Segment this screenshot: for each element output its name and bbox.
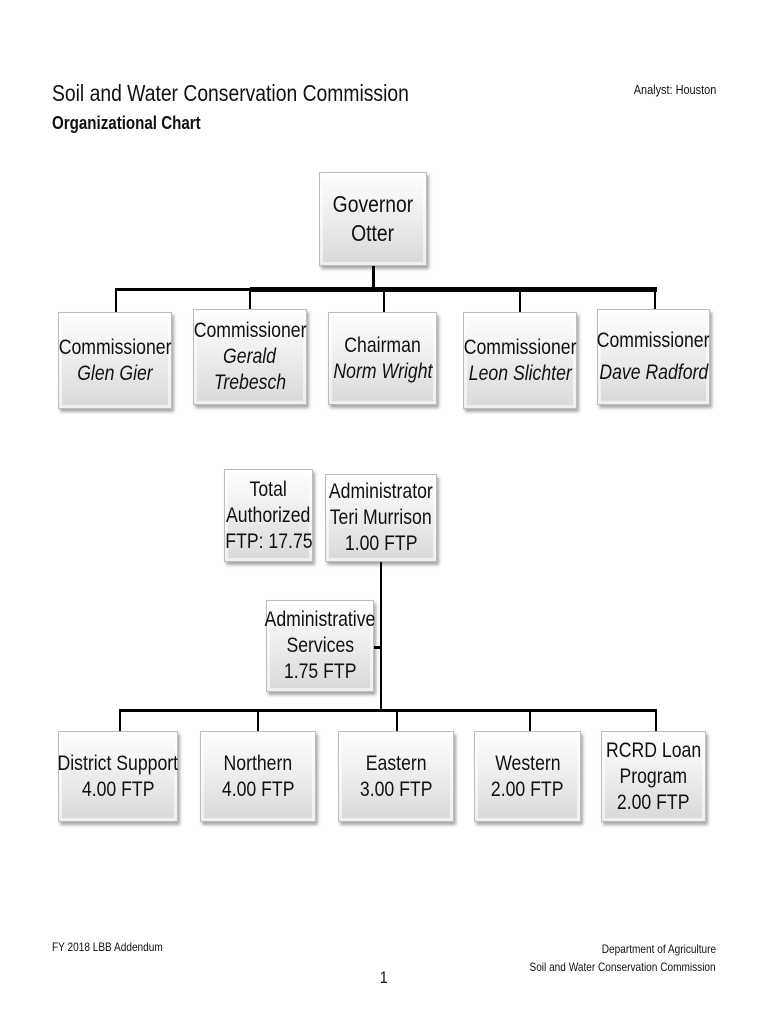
org-box-northern: Northern 4.00 FTP bbox=[200, 731, 316, 822]
box-role: Chairman bbox=[344, 333, 421, 357]
org-box-commissioner-slichter: Commissioner Leon Slichter bbox=[463, 312, 577, 409]
box-line: 3.00 FTP bbox=[359, 777, 433, 801]
box-line: 2.00 FTP bbox=[491, 777, 564, 801]
box-name: Glen Gier bbox=[77, 361, 153, 385]
box-line: 4.00 FTP bbox=[221, 777, 295, 801]
footer-left-text: FY 2018 LBB Addendum bbox=[52, 940, 163, 954]
page-number-text: 1 bbox=[379, 968, 388, 987]
connector bbox=[372, 266, 375, 291]
connector bbox=[383, 288, 385, 312]
connector bbox=[249, 288, 251, 309]
box-line: Total bbox=[249, 477, 288, 501]
org-box-governor: Governor Otter bbox=[319, 172, 427, 266]
org-box-eastern: Eastern 3.00 FTP bbox=[338, 731, 454, 822]
org-box-commissioner-gier: Commissioner Glen Gier bbox=[58, 312, 172, 409]
connector bbox=[529, 709, 531, 731]
org-box-total-authorized: Total Authorized FTP: 17.75 bbox=[224, 469, 313, 562]
connector bbox=[396, 709, 398, 731]
box-role: Commissioner bbox=[463, 335, 577, 359]
analyst-text: Analyst: Houston bbox=[633, 82, 716, 97]
analyst-label: Analyst: Houston bbox=[618, 82, 716, 97]
box-name: Gerald bbox=[223, 345, 277, 368]
connector bbox=[654, 288, 656, 309]
box-line: Administrator bbox=[329, 480, 433, 503]
box-line: Western bbox=[494, 751, 561, 775]
box-name: Norm Wright bbox=[333, 359, 432, 383]
connector bbox=[115, 288, 117, 312]
footer-right: Department of Agriculture Soil and Water… bbox=[494, 940, 716, 976]
box-line: FTP: 17.75 bbox=[224, 529, 313, 553]
connector bbox=[374, 646, 381, 649]
org-box-chairman-wright: Chairman Norm Wright bbox=[328, 312, 437, 405]
footer-left: FY 2018 LBB Addendum bbox=[52, 940, 184, 954]
connector bbox=[115, 288, 251, 291]
box-line: District Support bbox=[57, 751, 179, 775]
org-box-administrative-services: Administrative Services 1.75 FTP bbox=[264, 600, 376, 692]
box-name: Trebesch bbox=[213, 371, 287, 394]
box-role: Commissioner bbox=[597, 329, 710, 352]
box-line: 1.00 FTP bbox=[344, 532, 418, 555]
page-number: 1 bbox=[379, 968, 388, 988]
box-line: 2.00 FTP bbox=[617, 790, 690, 814]
box-line: Eastern bbox=[365, 751, 427, 775]
document-subtitle: Organizational Chart bbox=[52, 113, 229, 134]
connector bbox=[119, 709, 657, 712]
box-line: Program bbox=[619, 764, 688, 788]
connector bbox=[250, 287, 657, 292]
document-title: Soil and Water Conservation Commission bbox=[52, 80, 477, 107]
document-subtitle-text: Organizational Chart bbox=[52, 113, 201, 133]
box-line: Governor bbox=[332, 191, 414, 217]
org-box-administrator: Administrator Teri Murrison 1.00 FTP bbox=[325, 474, 437, 562]
org-box-commissioner-radford: Commissioner Dave Radford bbox=[597, 309, 710, 405]
footer-department: Department of Agriculture bbox=[601, 942, 716, 956]
box-line: Otter bbox=[351, 220, 395, 246]
box-line: Teri Murrison bbox=[330, 506, 432, 529]
connector bbox=[257, 709, 259, 731]
connector bbox=[380, 562, 382, 711]
connector bbox=[655, 709, 657, 731]
org-box-commissioner-trebesch: Commissioner Gerald Trebesch bbox=[193, 309, 307, 405]
connector bbox=[119, 709, 121, 731]
box-line: Services bbox=[286, 634, 354, 657]
box-name: Dave Radford bbox=[599, 361, 708, 384]
box-name: Leon Slichter bbox=[468, 361, 572, 385]
org-box-rcrd-loan-program: RCRD Loan Program 2.00 FTP bbox=[601, 731, 706, 822]
box-line: Administrative bbox=[264, 608, 376, 631]
box-role: Commissioner bbox=[193, 319, 307, 342]
box-role: Commissioner bbox=[58, 335, 172, 359]
footer-commission: Soil and Water Conservation Commission bbox=[529, 960, 716, 974]
org-box-western: Western 2.00 FTP bbox=[474, 731, 581, 822]
box-line: Authorized bbox=[226, 503, 311, 527]
document-title-text: Soil and Water Conservation Commission bbox=[52, 80, 409, 106]
org-box-district-support: District Support 4.00 FTP bbox=[58, 731, 178, 822]
connector bbox=[519, 288, 521, 312]
box-line: Northern bbox=[223, 751, 293, 775]
box-line: 4.00 FTP bbox=[81, 777, 155, 801]
box-line: RCRD Loan bbox=[605, 738, 702, 762]
box-line: 1.75 FTP bbox=[283, 660, 357, 683]
